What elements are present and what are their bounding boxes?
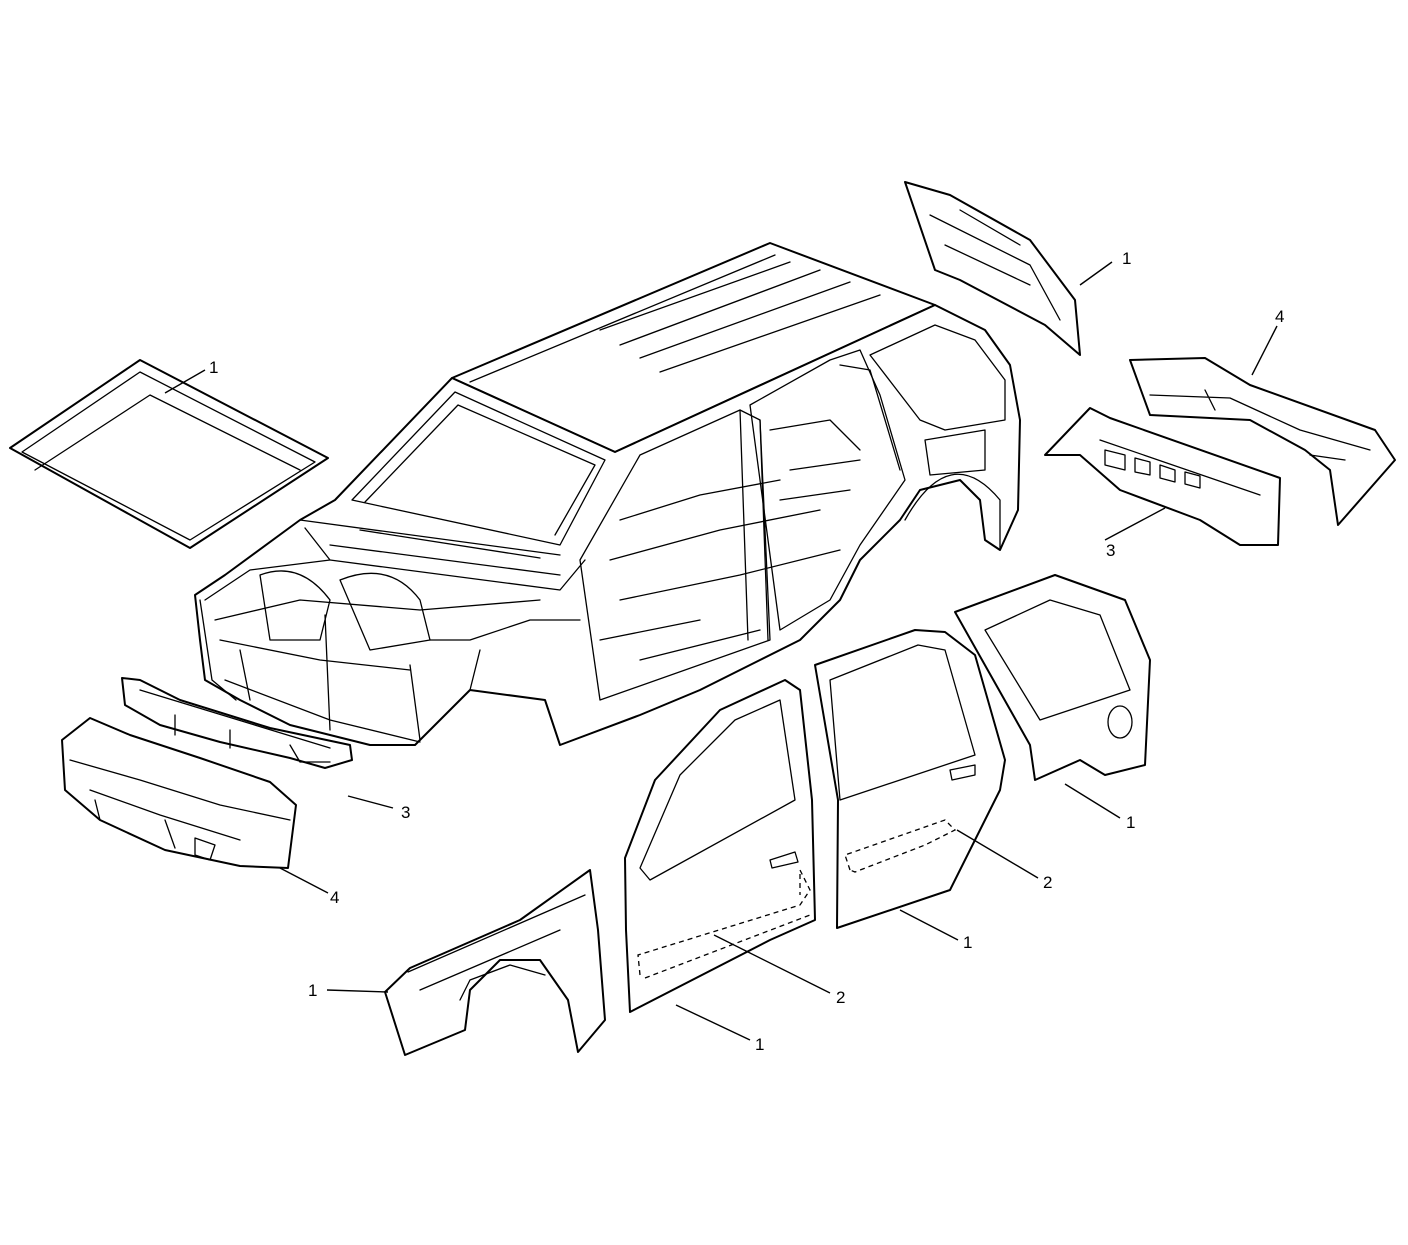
leader-lines	[164, 261, 1278, 1041]
front-fender-panel	[384, 869, 606, 1056]
callout-quarter-panel: 1	[1126, 813, 1135, 832]
callout-front-bumper-fascia: 4	[330, 888, 339, 907]
hood-panel	[9, 359, 329, 549]
liftgate-panel	[904, 181, 1081, 356]
callout-rear-door-beam: 2	[1043, 873, 1052, 892]
body-in-white	[194, 242, 1021, 746]
rear-bumper-impact-bar	[1044, 407, 1281, 546]
front-bumper-impact-bar	[121, 677, 353, 769]
callout-fender: 1	[308, 981, 317, 1000]
callout-rear-door: 1	[963, 933, 972, 952]
front-bumper-fascia	[61, 717, 297, 869]
callout-front-door: 1	[755, 1035, 764, 1054]
front-door-panel	[624, 679, 816, 1013]
rear-bumper-fascia	[1129, 357, 1396, 526]
callout-rear-bumper-bar: 3	[1106, 541, 1115, 560]
callout-front-door-beam: 2	[836, 988, 845, 1007]
callout-liftgate: 1	[1122, 249, 1131, 268]
rear-door-panel	[814, 629, 1006, 929]
callout-front-bumper-bar: 3	[401, 803, 410, 822]
callout-rear-bumper-fascia: 4	[1275, 307, 1284, 326]
rear-quarter-panel	[954, 574, 1151, 781]
callout-hood: 1	[209, 358, 218, 377]
